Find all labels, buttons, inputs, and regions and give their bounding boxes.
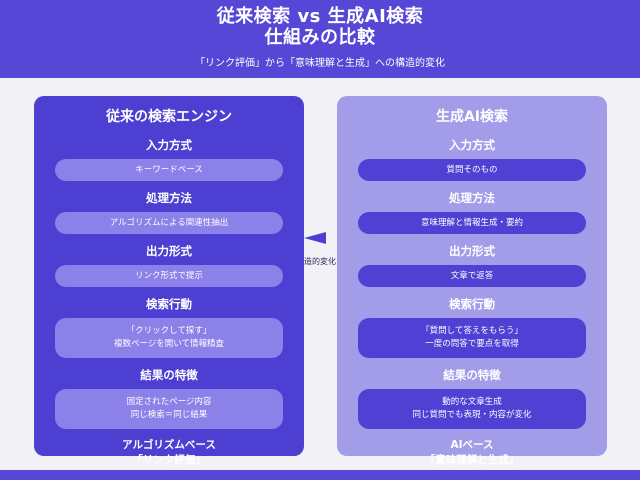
- pill-text: 同じ検索＝同じ結果: [130, 410, 208, 420]
- pill-text: 意味理解と情報生成・要約: [420, 217, 523, 228]
- section-heading: 入力方式: [146, 138, 192, 152]
- pill-text: 「クリックして探す」: [126, 326, 212, 336]
- pill-text: 「質問して答えをもらう」: [421, 326, 523, 336]
- footer-line-2: 「リンク評価」: [132, 454, 206, 466]
- footer-line-1: AIベース: [450, 439, 494, 451]
- panel-title: 生成AI検索: [435, 109, 509, 125]
- arrow-left-icon: [304, 232, 326, 244]
- section-heading: 処理方法: [449, 191, 495, 205]
- pill-text: アルゴリズムによる関連性抽出: [109, 217, 229, 228]
- pill-text: 複数ページを開いて情報精査: [113, 339, 225, 349]
- section-pill: 質問そのもの: [358, 159, 586, 181]
- pill-text: 動的な文章生成: [442, 397, 502, 407]
- section-heading: 結果の特徴: [443, 368, 501, 382]
- section-pill: アルゴリズムによる関連性抽出: [55, 212, 283, 234]
- panel-footer: AIベース 「意味理解と生成」: [337, 438, 607, 468]
- title: 従来検索 vs 生成AI検索 仕組みの比較: [0, 0, 640, 48]
- pill-text: リンク形式で提示: [134, 270, 203, 281]
- subtitle: 「リンク評価」から「意味理解と生成」への構造的変化: [195, 58, 445, 69]
- title-line-2: 仕組みの比較: [264, 27, 376, 48]
- section-pill: 動的な文章生成 同じ質問でも表現・内容が変化: [358, 389, 586, 429]
- traditional-search-panel: 従来の検索エンジン 入力方式 キーワードベース 処理方法 アルゴリズムによる関連…: [34, 96, 304, 466]
- footer-line-1: アルゴリズムベース: [122, 439, 216, 451]
- section-heading: 結果の特徴: [140, 368, 198, 382]
- section-heading: 出力形式: [449, 244, 495, 258]
- pill-text: 質問そのもの: [446, 164, 498, 175]
- pill-text: 文章で返答: [450, 270, 494, 281]
- section-heading: 入力方式: [449, 138, 495, 152]
- title-line-1: 従来検索 vs 生成AI検索: [216, 6, 424, 27]
- pill-text: キーワードベース: [135, 164, 203, 175]
- footer-line-2: 「意味理解と生成」: [424, 454, 520, 466]
- panel-footer: アルゴリズムベース 「リンク評価」: [34, 438, 304, 468]
- section-pill: キーワードベース: [55, 159, 283, 181]
- section-heading: 出力形式: [146, 244, 192, 258]
- ai-search-panel: 生成AI検索 入力方式 質問そのもの 処理方法 意味理解と情報生成・要約 出力形…: [337, 96, 607, 466]
- header: 従来検索 vs 生成AI検索 仕組みの比較 「リンク評価」から「意味理解と生成」…: [0, 0, 640, 78]
- section-pill: 文章で返答: [358, 265, 586, 287]
- section-heading: 検索行動: [449, 297, 495, 311]
- section-pill: リンク形式で提示: [55, 265, 283, 287]
- pill-text: 同じ質問でも表現・内容が変化: [412, 410, 532, 420]
- section-pill: 固定されたページ内容 同じ検索＝同じ結果: [55, 389, 283, 429]
- pill-text: 一度の問答で要点を取得: [425, 339, 519, 349]
- section-pill: 「質問して答えをもらう」 一度の問答で要点を取得: [358, 318, 586, 358]
- panel-title: 従来の検索エンジン: [106, 109, 232, 125]
- bottom-bar: [0, 470, 640, 480]
- section-pill: 「クリックして探す」 複数ページを開いて情報精査: [55, 318, 283, 358]
- section-heading: 処理方法: [146, 191, 192, 205]
- section-pill: 意味理解と情報生成・要約: [358, 212, 586, 234]
- arrow-label: 造的変化: [304, 257, 336, 266]
- pill-text: 固定されたページ内容: [126, 397, 212, 407]
- section-heading: 検索行動: [146, 297, 192, 311]
